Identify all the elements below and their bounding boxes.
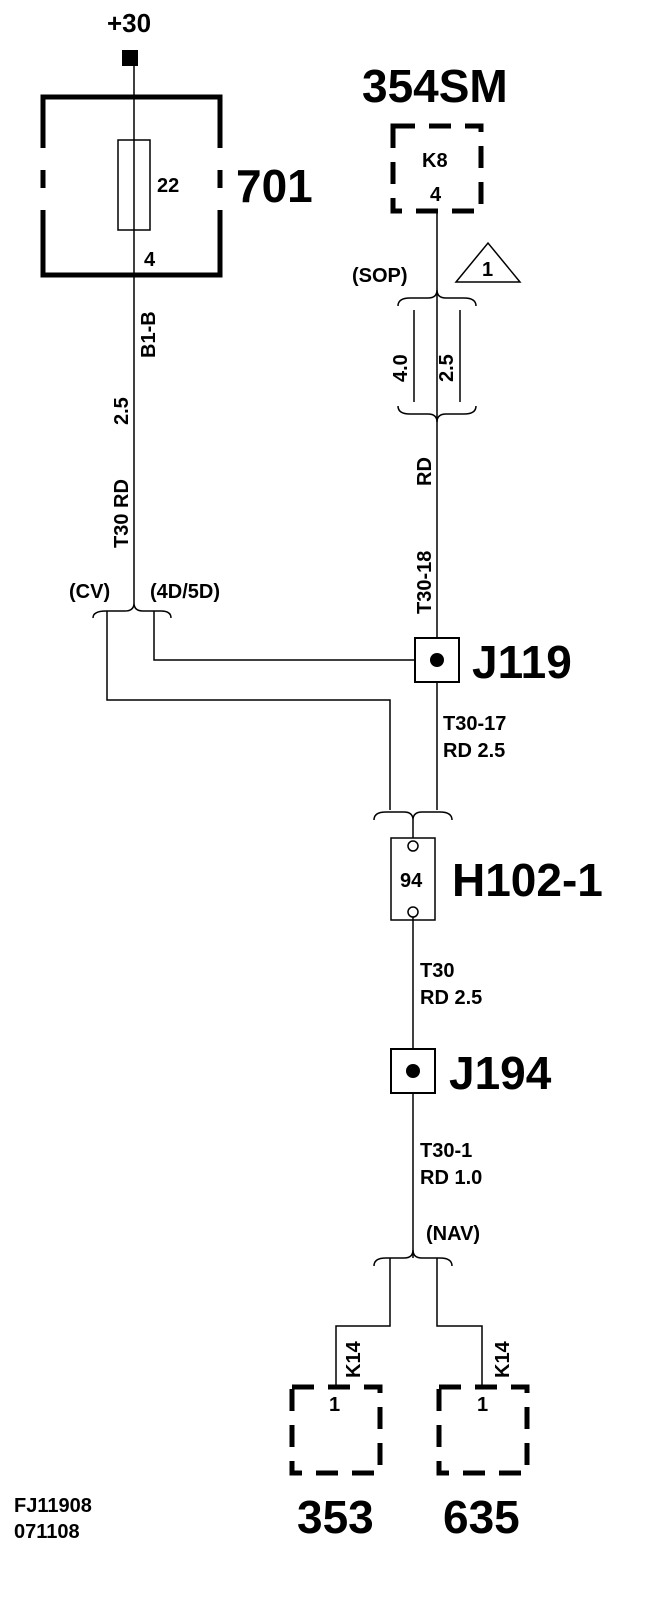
fuse-block-id: 701	[236, 160, 313, 212]
wire-left-circuit: B1-B	[138, 311, 160, 358]
junction-j119-dot	[430, 653, 444, 667]
wire-after-j119-spec: RD 2.5	[443, 740, 505, 762]
note-flag: 1	[482, 259, 493, 281]
footer-code: FJ11908	[14, 1495, 92, 1517]
module-353-connector-box	[289, 1384, 383, 1476]
supply-terminal-icon	[122, 50, 138, 66]
fuse-number: 22	[157, 175, 179, 197]
wire-right-circuit: T30-18	[414, 551, 436, 614]
connector-h102-id: H102-1	[452, 854, 603, 906]
module-353-connector: K14	[343, 1340, 365, 1378]
module-354sm-connector: K8	[422, 150, 448, 172]
module-635-pin: 1	[477, 1394, 488, 1416]
wire-after-h-spec: RD 2.5	[420, 987, 482, 1009]
junction-j119-id: J119	[472, 636, 572, 688]
wire-after-j194-spec: RD 1.0	[420, 1167, 482, 1189]
branch-cv-label: (CV)	[69, 581, 110, 603]
footer-date: 071108	[14, 1521, 80, 1543]
fuse-block-pin: 4	[144, 249, 156, 271]
wire-after-h-circuit: T30	[420, 960, 454, 982]
wire-size-b: 2.5	[436, 354, 458, 382]
fuse-block-701	[40, 94, 223, 278]
wire-after-j119-circuit: T30-17	[443, 713, 506, 735]
module-635-id: 635	[443, 1491, 520, 1543]
module-354sm-pin: 4	[430, 184, 442, 206]
module-353-id: 353	[297, 1491, 374, 1543]
wire-left-name: T30 RD	[111, 479, 133, 548]
wire-left-size: 2.5	[111, 397, 133, 425]
connector-h102-pin-bottom-icon	[407, 906, 419, 918]
module-354sm-id: 354SM	[362, 60, 508, 112]
module-635-connector-box	[436, 1384, 530, 1476]
branch-4d5d-label: (4D/5D)	[150, 581, 220, 603]
warning-triangle-icon	[454, 241, 522, 283]
module-353-pin: 1	[329, 1394, 340, 1416]
connector-h102-pin-top-icon	[407, 840, 419, 852]
sop-condition: (SOP)	[352, 265, 408, 287]
wire-right-color: RD	[414, 457, 436, 486]
supply-label: +30	[107, 8, 151, 38]
wire-size-a: 4.0	[390, 354, 412, 382]
nav-condition: (NAV)	[426, 1223, 480, 1245]
junction-j194-dot	[406, 1064, 420, 1078]
connector-h102-pin: 94	[400, 870, 423, 892]
module-635-connector: K14	[492, 1340, 514, 1378]
wire-after-j194-circuit: T30-1	[420, 1140, 472, 1162]
junction-j194-id: J194	[449, 1047, 552, 1099]
